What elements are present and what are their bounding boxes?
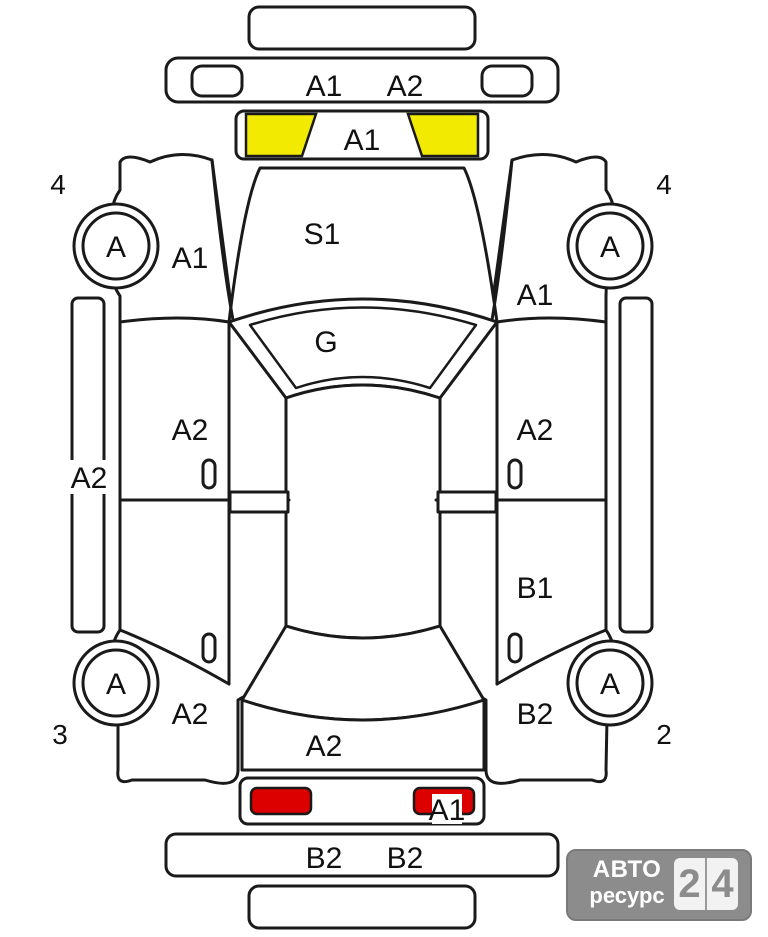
b-pillar-right <box>436 490 498 514</box>
rear-window <box>240 624 486 722</box>
avtoresurs-logo: АВТО ресурс 2 4 <box>566 849 752 921</box>
label-bg <box>382 68 428 100</box>
label-wheel-front-right: A <box>600 231 620 264</box>
corner-rear-right: 2 <box>656 719 672 750</box>
wheel-rear-left-rim <box>81 648 151 718</box>
door-handle-front-left <box>201 458 217 490</box>
a-pillar-right <box>490 158 514 322</box>
wheel-front-right-rim <box>575 211 645 281</box>
logo-digits: 2 4 <box>674 858 738 910</box>
door-handle-rear-right <box>507 632 523 664</box>
roof <box>284 383 442 640</box>
wheel-rear-right-rim <box>575 648 645 718</box>
a-pillar-left <box>210 158 235 322</box>
windshield-inner <box>248 306 478 390</box>
label-rear-bumper-right: B2 <box>387 842 424 875</box>
front-fender-right-line <box>495 316 608 324</box>
label-bg <box>432 794 462 824</box>
label-side-sill-left: A2 <box>71 462 108 495</box>
label-front-door-left: A2 <box>172 414 209 447</box>
logo-digit-2: 4 <box>705 858 738 910</box>
rear-fender-left-line <box>118 628 231 686</box>
label-front-bumper-right: A2 <box>387 70 424 103</box>
corner-front-left: 4 <box>50 169 66 200</box>
label-rear-door-right: B1 <box>517 572 554 605</box>
headlight-left <box>244 112 318 158</box>
front-fog-light-left <box>190 64 244 98</box>
label-hood: S1 <box>304 218 341 251</box>
label-bg <box>302 68 346 100</box>
logo-line2: ресурс <box>589 883 665 908</box>
label-front-door-right: A2 <box>517 414 554 447</box>
label-wheel-rear-left: A <box>106 668 126 701</box>
logo-text: АВТО ресурс <box>580 857 674 909</box>
label-rear-fender-right: B2 <box>517 698 554 731</box>
label-rear-panel: A1 <box>429 794 466 827</box>
front-bumper <box>164 56 560 104</box>
label-wheel-rear-right: A <box>600 668 620 701</box>
front-fog-light-right <box>480 64 534 98</box>
rear-bumper <box>164 832 560 878</box>
label-rear-bumper-left: B2 <box>306 842 343 875</box>
label-front-bumper-left: A1 <box>306 70 343 103</box>
label-windshield: G <box>314 326 337 359</box>
wheel-front-left-rim <box>81 211 151 281</box>
taillight-left <box>249 786 313 816</box>
label-front-fender-right: A1 <box>517 279 554 312</box>
corner-front-right: 4 <box>656 169 672 200</box>
rear-bumper-lip <box>247 884 477 930</box>
door-handle-front-right <box>507 458 523 490</box>
logo-digit-1: 2 <box>678 862 701 906</box>
b-pillar-left <box>228 490 290 514</box>
corner-rear-left: 3 <box>52 719 68 750</box>
trunk <box>240 698 486 772</box>
label-wheel-front-left: A <box>106 231 126 264</box>
door-handle-rear-left <box>201 632 217 664</box>
front-bumper-lip <box>247 5 477 51</box>
label-rear-fender-left: A2 <box>172 698 209 731</box>
front-fender-left-line <box>118 316 231 324</box>
label-front-fender-left: A1 <box>172 242 209 275</box>
label-front-grille: A1 <box>344 124 381 157</box>
logo-line1: АВТО <box>592 856 662 883</box>
side-sill-right <box>618 296 654 634</box>
rear-fender-right-line <box>495 628 608 686</box>
label-trunk: A2 <box>306 730 343 763</box>
label-bg <box>68 460 112 494</box>
headlight-right <box>406 112 480 158</box>
